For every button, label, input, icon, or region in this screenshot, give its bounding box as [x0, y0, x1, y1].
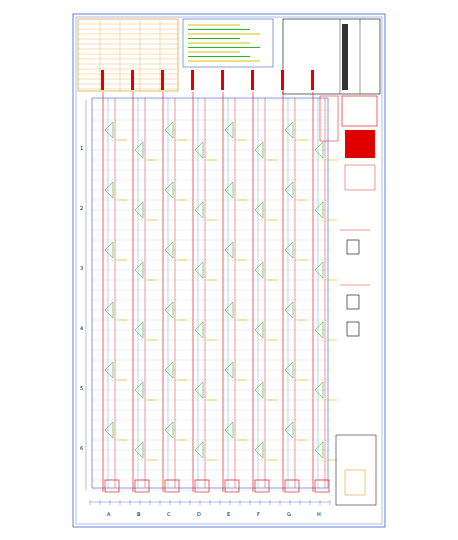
framing-plan: [86, 70, 337, 505]
grid-number: 1: [79, 145, 84, 151]
section-details: [336, 165, 376, 505]
grid-number: 6: [79, 445, 84, 451]
grid-number: 4: [79, 325, 84, 331]
notes-panel: [183, 19, 273, 67]
grid-letter: B: [136, 511, 141, 517]
grid-letter: C: [166, 511, 172, 517]
grid-number: 2: [79, 205, 84, 211]
grid-letter: F: [256, 511, 261, 517]
schedule-table: [78, 19, 178, 91]
grid-number: 3: [79, 265, 84, 271]
grid-number: 5: [79, 385, 84, 391]
grid-letter: E: [226, 511, 231, 517]
title-block: [283, 19, 380, 158]
grid-letter: H: [316, 511, 322, 517]
grid-letter: A: [106, 511, 111, 517]
grid-letter: G: [286, 511, 292, 517]
grid-letter: D: [196, 511, 202, 517]
